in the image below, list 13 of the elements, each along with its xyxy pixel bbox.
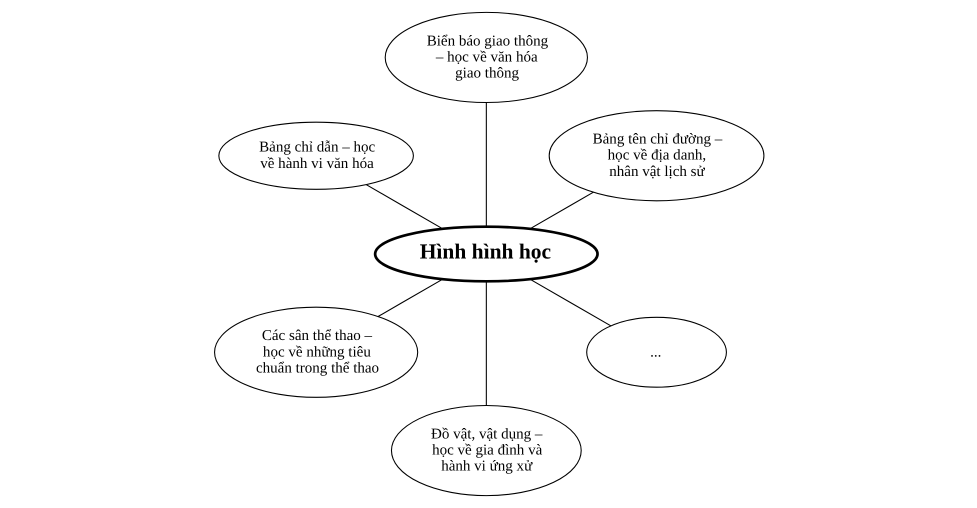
node-ellipse: Đồ vật, vật dụng – học về gia đình và hành vi ứng xử bbox=[390, 404, 582, 496]
connector bbox=[485, 102, 486, 226]
node-ellipse: Các sân thể thao – học về những tiêu chuẩn trong thể thao bbox=[214, 306, 418, 398]
node-ellipse: Biển báo giao thông – học về văn hóa giao thông bbox=[384, 12, 588, 104]
connector bbox=[529, 192, 594, 230]
node-ellipse: ... bbox=[586, 316, 726, 388]
connector bbox=[365, 184, 442, 230]
connector bbox=[485, 282, 486, 406]
node-ellipse: Bảng chỉ dẫn – học về hành vi văn hóa bbox=[218, 122, 414, 190]
node-ellipse: Bảng tên chỉ đường – học về địa danh, nhân vật lịch sử bbox=[548, 110, 764, 202]
node-ellipse: Hình hình học bbox=[373, 225, 598, 283]
connector bbox=[377, 278, 442, 317]
connector bbox=[529, 278, 611, 326]
